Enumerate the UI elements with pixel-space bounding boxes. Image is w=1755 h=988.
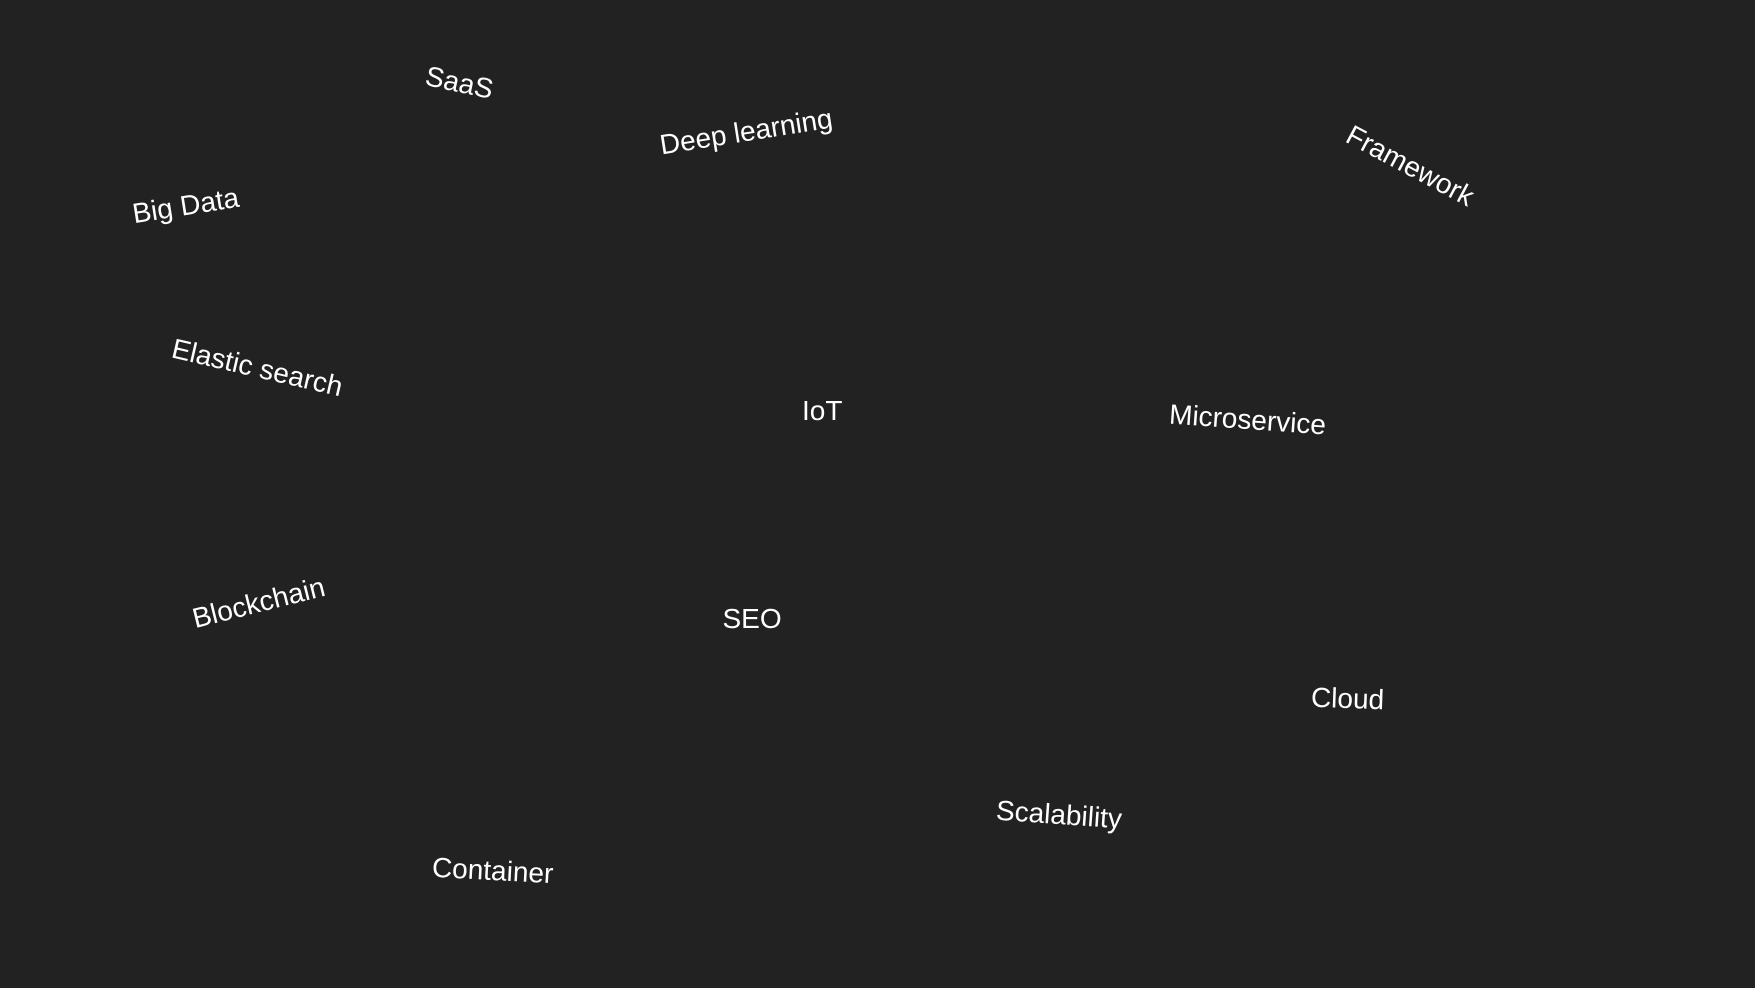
word-scalability: Scalability <box>995 794 1124 835</box>
word-big-data: Big Data <box>129 181 241 230</box>
word-elastic-search: Elastic search <box>168 332 346 403</box>
word-saas: SaaS <box>422 60 496 105</box>
word-blockchain: Blockchain <box>188 571 328 634</box>
word-microservice: Microservice <box>1167 398 1327 441</box>
word-deep-learning: Deep learning <box>657 102 835 161</box>
word-cloud: Cloud <box>1309 681 1385 716</box>
word-iot: IoT <box>802 395 843 426</box>
word-seo: SEO <box>722 603 782 634</box>
word-container: Container <box>430 851 554 890</box>
word-framework: Framework <box>1341 119 1480 213</box>
